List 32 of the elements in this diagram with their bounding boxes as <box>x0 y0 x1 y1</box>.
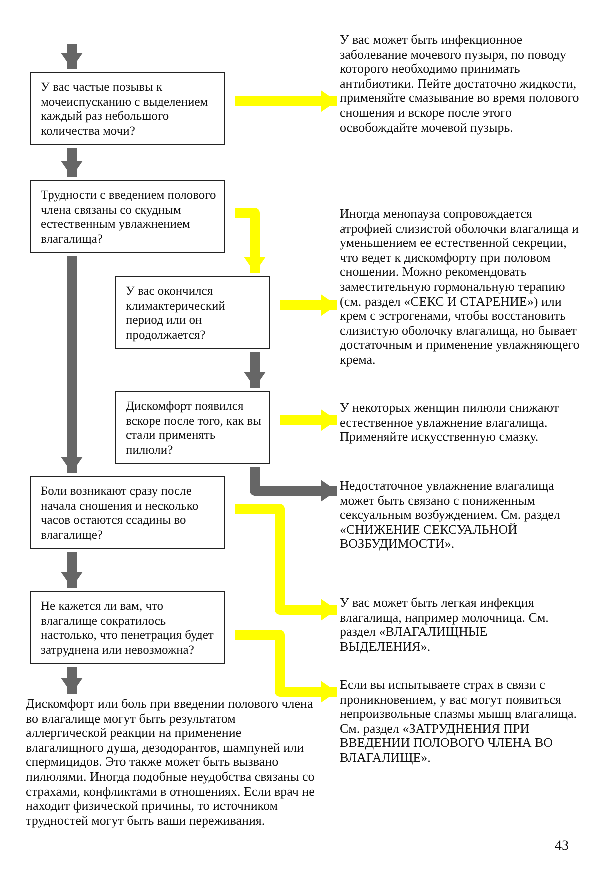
question-text: Не кажется ли вам, что влагалище сократилось настолько, что пенетрация будет затруднена или невозможна? <box>41 599 215 658</box>
question-box <box>30 591 225 664</box>
answer-text: У вас может быть легкая инфекция влагалища, например молочница. См. раздел «ВЛАГАЛИЩНЫЕ ВЫДЕЛЕНИЯ». <box>340 596 550 654</box>
arrow <box>280 409 337 432</box>
question-text: У вас окончился климактерический период или он продолжается? <box>126 284 226 342</box>
arrow <box>61 44 83 69</box>
answer-text: У некоторых женщин пилюли снижают естественное увлажнение влагалища. Применяйте искусственную смазку. <box>340 401 560 445</box>
arrow <box>280 294 337 316</box>
question-box <box>30 476 225 550</box>
arrow <box>244 352 266 388</box>
question-box <box>30 72 225 146</box>
arrow <box>61 667 83 694</box>
question-text: Боли возникают сразу после начала сношения и несколько часов остаются ссадины во влагалище? <box>41 484 200 542</box>
answer-text: Недостаточное увлажнение влагалища может быть связано с пониженным сексуальным возбуждением. См. раздел «СНИЖЕНИЕ СЕКСУАЛЬНОЙ ВОЗБУДИМОСТИ». <box>340 479 562 552</box>
question-box <box>115 391 270 464</box>
answer-text: Если вы испытываете страх в связи с проникновением, у вас могут появиться непроизвольные спазмы мышц влагалища. См. раздел «ЗАТРУДНЕНИЯ ПРИ ВВЕДЕНИИ ПОЛОВОГО ЧЛЕНА ВО ВЛАГАЛИЩЕ». <box>340 678 578 766</box>
question-box <box>115 276 270 350</box>
arrow <box>235 90 337 112</box>
answer-text: Иногда менопауза сопровождается атрофией слизистой оболочки влагалища и уменьшением ее естественной секреции, что ведет к дискомфорту при половом сношении. Можно рекомендовать заместительную гормональную терапию (см. раздел «СЕКС И СТАРЕНИЕ») или крем с эстрогенами, чтобы восстановить слизистую оболочку влагалища, но бывает достаточным и применение увлажняющего крема. <box>340 207 580 368</box>
question-text: У вас частые позывы к мочеиспусканию с выделением каждый раз небольшого количества мочи? <box>41 80 210 138</box>
arrow <box>250 467 337 502</box>
arrow <box>235 208 266 273</box>
page-number: 43 <box>555 840 569 855</box>
arrow <box>61 148 83 177</box>
arrow <box>61 552 83 588</box>
answer-text: Дискомфорт или боль при введении полового члена во влагалище могут быть результатом аллергической реакции на применение влагалищного душа, дезодорантов, шампуней или спермицидов. Это также может быть вызвано пилюлями. Иногда подобные неудобства связаны со страхами, конфликтами в отношениях. Если врач не находит физической причины, то источником трудностей могут быть ваши переживания. <box>26 697 316 828</box>
question-text: Трудности с введением полового члена связаны со скудным естественным увлажнением влагалища? <box>41 188 218 246</box>
question-text: Дискомфорт появился вскоре после того, как вы стали применять пилюли? <box>126 399 262 458</box>
answer-text: У вас может быть инфекционное заболевание мочевого пузыря, по поводу которого необходимо принимать антибиотики. Пейте достаточно жидкости, применяйте смазывание во время полового сношения и вскоре после этого освобождайте мочевой пузырь. <box>340 33 580 136</box>
arrow <box>235 630 337 703</box>
arrow <box>61 256 83 473</box>
question-box <box>30 180 225 254</box>
